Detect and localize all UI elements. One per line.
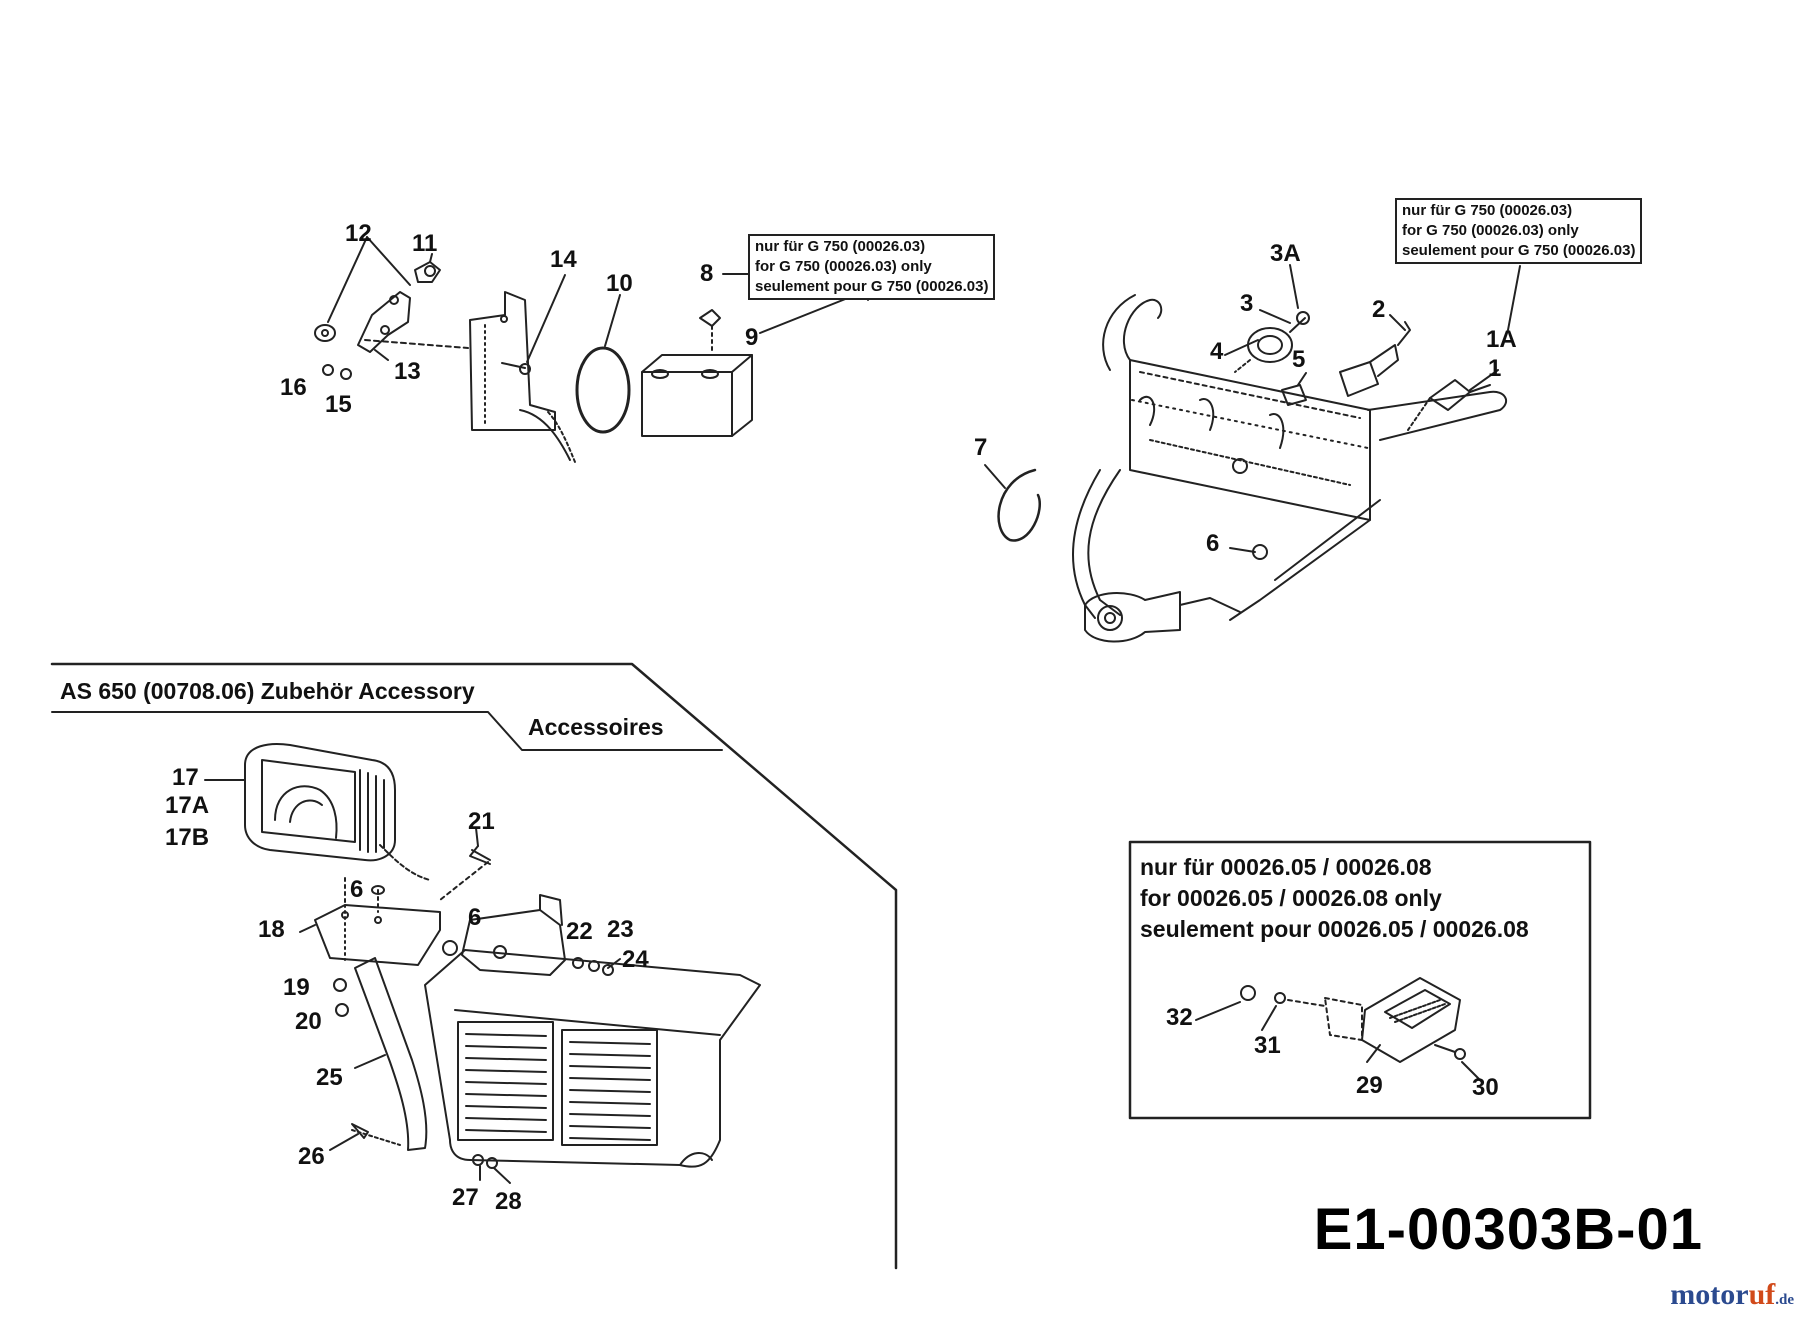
callout-31: 31 [1254, 1032, 1281, 1059]
handlebar-frame [1072, 294, 1508, 643]
bolt [469, 845, 491, 865]
callout-18: 18 [258, 916, 285, 943]
callout-3: 3 [1240, 290, 1254, 317]
engine-housing [424, 949, 761, 1168]
callout-1: 1 [1488, 355, 1502, 382]
callout-26: 26 [298, 1143, 325, 1170]
note-line: nur für 00026.05 / 00026.08 [1140, 854, 1432, 880]
watermark-part: motor [1670, 1278, 1749, 1311]
callout-20: 20 [295, 1008, 322, 1035]
note-variant: nur für 00026.05 / 00026.08 for 00026.05… [1130, 842, 1539, 955]
callout-24: 24 [622, 946, 649, 973]
callout-6-frame: 6 [1206, 530, 1220, 557]
site-watermark: motoruf.de [1670, 1278, 1794, 1312]
callout-28: 28 [495, 1188, 522, 1215]
section-subtitle: Accessoires [528, 714, 664, 740]
callout-30: 30 [1472, 1074, 1499, 1101]
callout-17: 17 [172, 764, 199, 791]
callout-3A: 3A [1270, 240, 1301, 267]
callout-2: 2 [1372, 296, 1386, 323]
callout-5: 5 [1292, 346, 1306, 373]
power-socket [1339, 321, 1411, 397]
plug-connector [1407, 379, 1491, 431]
lamp-bracket [314, 877, 458, 966]
watermark-part: .de [1775, 1292, 1794, 1308]
callout-32: 32 [1166, 1004, 1193, 1031]
battery [641, 309, 753, 437]
callout-12: 12 [345, 220, 372, 247]
callout-8: 8 [700, 260, 714, 287]
callout-23: 23 [607, 916, 634, 943]
callout-25: 25 [316, 1064, 343, 1091]
accessory-section-frame [50, 662, 898, 1270]
callout-15: 15 [325, 391, 352, 418]
callout-19: 19 [283, 974, 310, 1001]
note-g750-right: nur für G 750 (00026.03) for G 750 (0002… [1395, 198, 1643, 264]
mounting-arm [333, 957, 498, 1169]
callout-14: 14 [550, 246, 577, 273]
callout-1A: 1A [1486, 326, 1517, 353]
callout-17B: 17B [165, 824, 210, 851]
note-line: nur für G 750 (00026.03) [1402, 202, 1573, 219]
note-line: for 00026.05 / 00026.08 only [1140, 885, 1442, 911]
callout-29: 29 [1356, 1072, 1383, 1099]
reflector-lamp [1324, 977, 1466, 1063]
callout-7: 7 [974, 434, 988, 461]
callout-13: 13 [394, 358, 421, 385]
note-g750-left: nur für G 750 (00026.03) for G 750 (0002… [748, 234, 996, 300]
callout-6-side: 6 [468, 904, 482, 931]
callout-11: 11 [412, 230, 438, 257]
callout-6-bracket: 6 [350, 876, 364, 903]
watermark-part: uf [1748, 1278, 1776, 1311]
engine-mount-plate [461, 894, 614, 976]
mounting-plate [469, 291, 576, 463]
note-line: for G 750 (00026.03) only [1402, 222, 1579, 239]
leader-lines [204, 236, 1521, 1184]
note-line: seulement pour 00026.05 / 00026.08 [1140, 916, 1529, 942]
callout-17A: 17A [165, 792, 210, 819]
rubber-ring [575, 346, 631, 434]
callout-4: 4 [1210, 338, 1224, 365]
work-headlight [244, 743, 431, 881]
diagram-code: E1-00303B-01 [1313, 1197, 1703, 1262]
note-line: for G 750 (00026.03) only [755, 258, 932, 275]
section-title: AS 650 (00708.06) Zubehör Accessory [60, 678, 475, 704]
callout-27: 27 [452, 1184, 479, 1211]
note-line: seulement pour G 750 (00026.03) [755, 278, 989, 295]
callout-21: 21 [468, 808, 495, 835]
note-line: seulement pour G 750 (00026.03) [1402, 242, 1636, 259]
hose-clamp [997, 468, 1041, 542]
switch-cap [1281, 384, 1307, 406]
variant-box-frame [1128, 840, 1592, 1120]
callout-22: 22 [566, 918, 593, 945]
callout-9: 9 [745, 324, 759, 351]
callout-16: 16 [280, 374, 307, 401]
callout-10: 10 [606, 270, 633, 297]
note-line: nur für G 750 (00026.03) [755, 238, 926, 255]
mounting-bracket-assembly [314, 261, 469, 380]
